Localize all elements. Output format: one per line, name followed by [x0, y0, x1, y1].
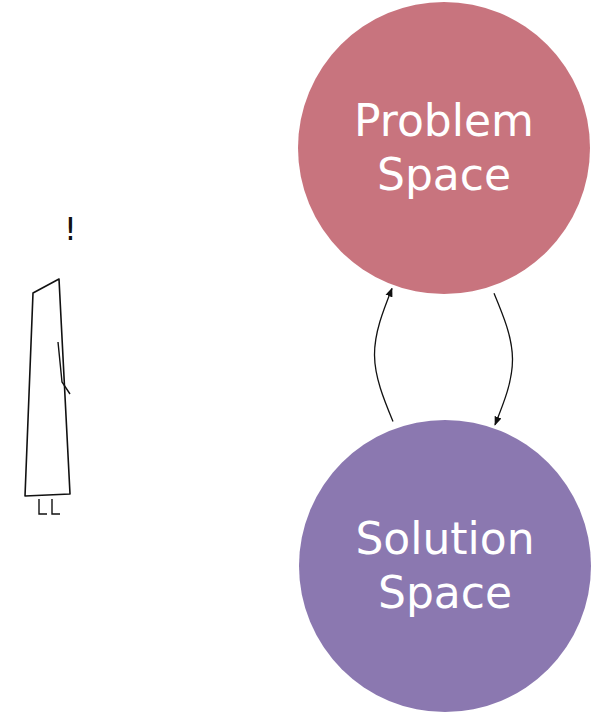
- circle-outline: [298, 2, 590, 294]
- figure-foot: [39, 499, 47, 514]
- figure-foot: [52, 499, 60, 514]
- circle-shape: [299, 420, 591, 712]
- figure-body: [25, 279, 70, 496]
- circle-shape: [298, 2, 590, 294]
- cycle-arrow: [494, 293, 513, 425]
- figure-arm: [58, 342, 70, 394]
- cycle-arrow: [374, 288, 393, 421]
- problem-circle: Problem Space: [298, 2, 590, 294]
- exclamation-mark: !: [64, 210, 77, 248]
- node-label: Solution Space: [333, 512, 558, 619]
- circle-outline: [299, 420, 591, 712]
- solution-circle: Solution Space: [299, 420, 591, 712]
- node-label: Problem Space: [332, 94, 557, 201]
